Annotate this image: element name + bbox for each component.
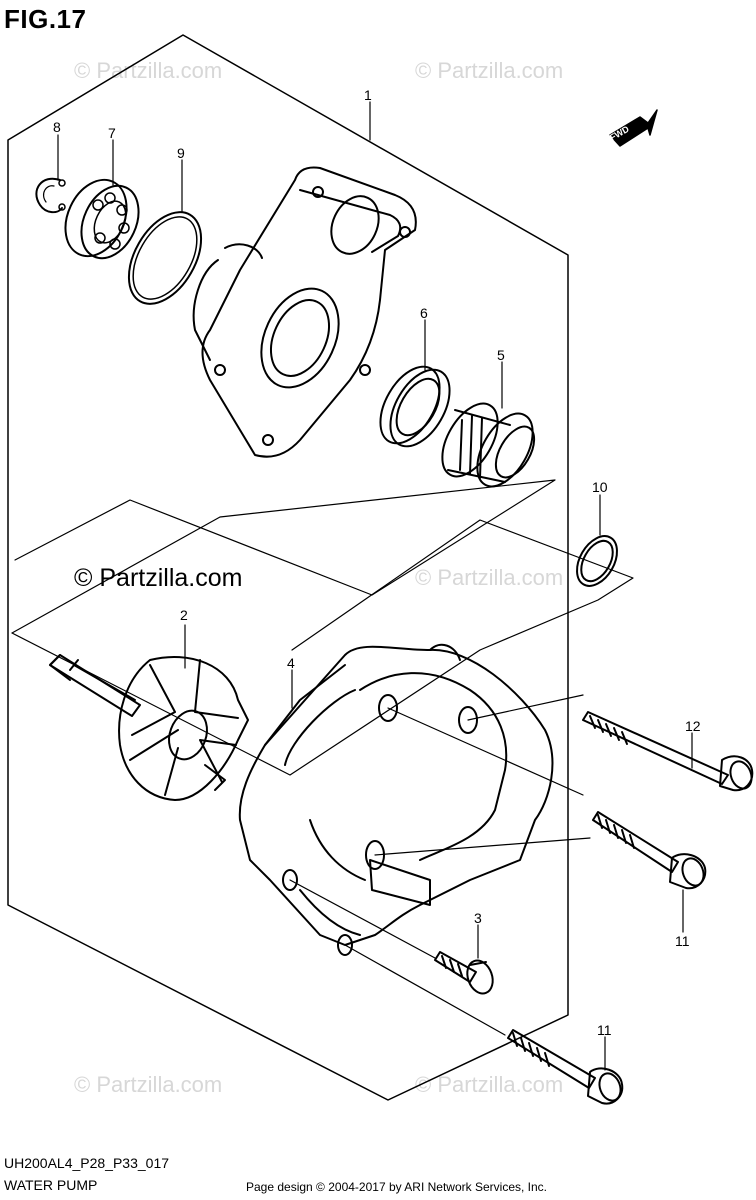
diagram-name: WATER PUMP — [4, 1177, 98, 1193]
short-bolt-part — [434, 951, 494, 995]
callout-1: 1 — [364, 87, 372, 103]
oil-seal-part — [379, 365, 451, 448]
assembly-axis-lines — [289, 694, 591, 1036]
small-o-ring-part — [576, 535, 618, 587]
callout-5: 5 — [497, 347, 505, 363]
bolt-lower-part — [507, 1029, 624, 1105]
callout-6: 6 — [420, 305, 428, 321]
cover-section-line — [11, 519, 634, 776]
watermark: © Partzilla.com — [74, 58, 223, 83]
callout-leaders — [57, 101, 693, 1071]
watermark-prominent: © Partzilla.com — [74, 564, 243, 592]
callout-12: 12 — [685, 718, 701, 734]
callout-10: 10 — [592, 479, 608, 495]
assembly-outline — [7, 34, 569, 1101]
housing-section-line — [11, 479, 556, 634]
diagram-code: UH200AL4_P28_P33_017 — [4, 1155, 170, 1171]
bearing-part — [64, 178, 140, 260]
callout-11-lower: 11 — [597, 1022, 612, 1038]
callout-11-upper: 11 — [675, 933, 690, 949]
callout-9: 9 — [177, 145, 185, 161]
figure-title: FIG.17 — [4, 4, 87, 34]
watermark: © Partzilla.com — [415, 58, 564, 83]
watermark: © Partzilla.com — [415, 565, 564, 590]
pump-housing-part — [192, 166, 417, 458]
long-bolt-part — [582, 711, 754, 792]
callout-2: 2 — [180, 607, 188, 623]
watermark: © Partzilla.com — [74, 1072, 223, 1097]
callout-4: 4 — [287, 655, 295, 671]
page-credit: Page design © 2004-2017 by ARI Network S… — [246, 1180, 548, 1194]
circlip-part — [35, 177, 66, 214]
o-ring-part — [127, 211, 203, 305]
bolt-upper-part — [592, 811, 707, 890]
callout-7: 7 — [108, 125, 116, 141]
callout-8: 8 — [53, 119, 61, 135]
mechanical-seal-part — [441, 402, 536, 488]
callout-3: 3 — [474, 910, 482, 926]
forward-direction-arrow-icon — [609, 109, 658, 147]
impeller-part — [49, 654, 249, 801]
pump-cover-part — [238, 643, 554, 956]
